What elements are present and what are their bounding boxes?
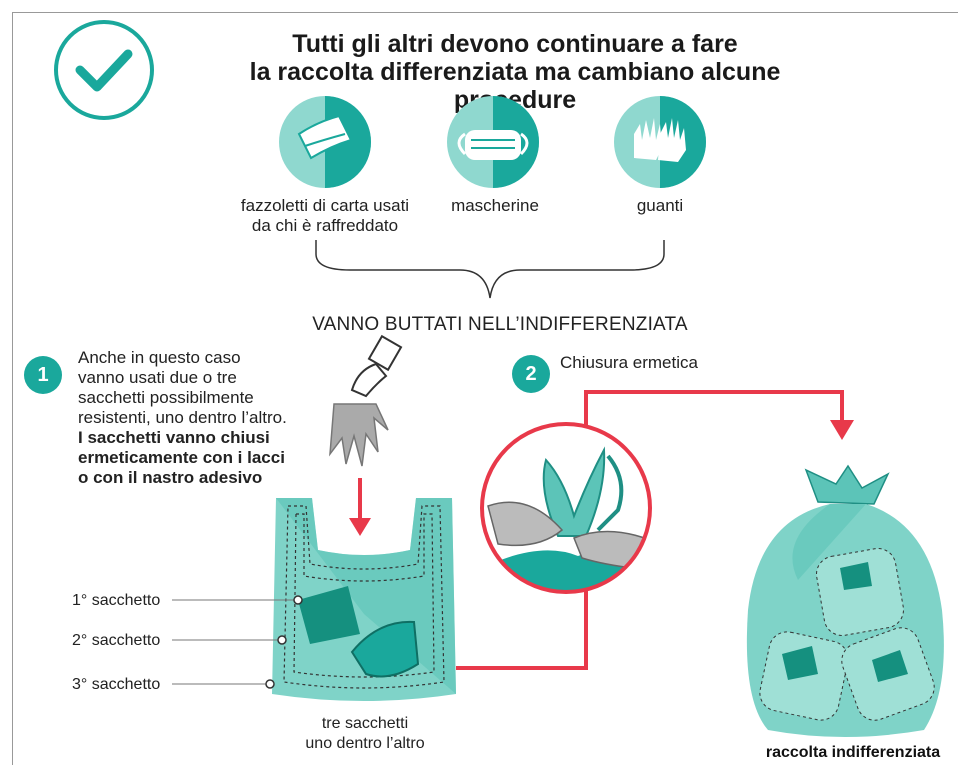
- page-title: Tutti gli altri devono continuare a fare…: [190, 30, 840, 114]
- infographic-frame: [12, 12, 958, 765]
- bag-caption-line-2: uno dentro l’altro: [305, 735, 425, 752]
- item-label-tissues-line-2: da chi è raffreddato: [251, 216, 399, 235]
- item-label-tissues-line-1: fazzoletti di carta usati: [240, 196, 410, 215]
- bag-caption-line-1: tre sacchetti: [321, 715, 409, 732]
- step-1-text: Anche in questo caso vanno usati due o t…: [78, 348, 288, 488]
- three-bags-illustration: [272, 498, 456, 701]
- gloves-icon: [614, 96, 706, 188]
- hand-dropping-gloves-illustration: [329, 334, 403, 467]
- bag-caption: tre sacchetti uno dentro l’altro: [280, 714, 450, 754]
- bag-label-1: 1° sacchetto: [72, 592, 161, 609]
- item-label-gloves: guanti: [636, 196, 684, 215]
- bag-label-3: 3° sacchetto: [72, 676, 161, 693]
- mask-icon: [447, 96, 539, 188]
- item-label-masks: mascherine: [451, 196, 539, 215]
- grouping-bracket: [315, 240, 665, 299]
- process-flow-line: [456, 390, 854, 670]
- step-1-text-bold: I sacchetti vanno chiusi ermeticamente c…: [78, 428, 285, 487]
- final-trash-bag-illustration: [746, 464, 944, 737]
- bag-label-leader-lines: [172, 595, 303, 689]
- item-label-tissues: fazzoletti di carta usati da chi è raffr…: [215, 196, 435, 236]
- checkmark-icon: [54, 20, 154, 120]
- bag-label-2: 2° sacchetto: [72, 632, 161, 649]
- step-2-text: Chiusura ermetica: [560, 353, 698, 372]
- step-1-text-plain: Anche in questo caso vanno usati due o t…: [78, 348, 287, 427]
- tissue-icon: [279, 96, 371, 188]
- bracket-caption: VANNO BUTTATI NELL’INDIFFERENZIATA: [312, 314, 688, 335]
- step-1-badge: 1: [24, 356, 62, 394]
- final-caption: raccolta indifferenziata: [765, 744, 941, 761]
- title-line-2: la raccolta differenziata ma cambiano al…: [249, 58, 781, 114]
- title-line-1: Tutti gli altri devono continuare a fare: [292, 30, 738, 58]
- tying-bag-illustration: [480, 422, 652, 594]
- down-arrow-icon: [349, 478, 371, 536]
- step-2-badge: 2: [512, 355, 550, 393]
